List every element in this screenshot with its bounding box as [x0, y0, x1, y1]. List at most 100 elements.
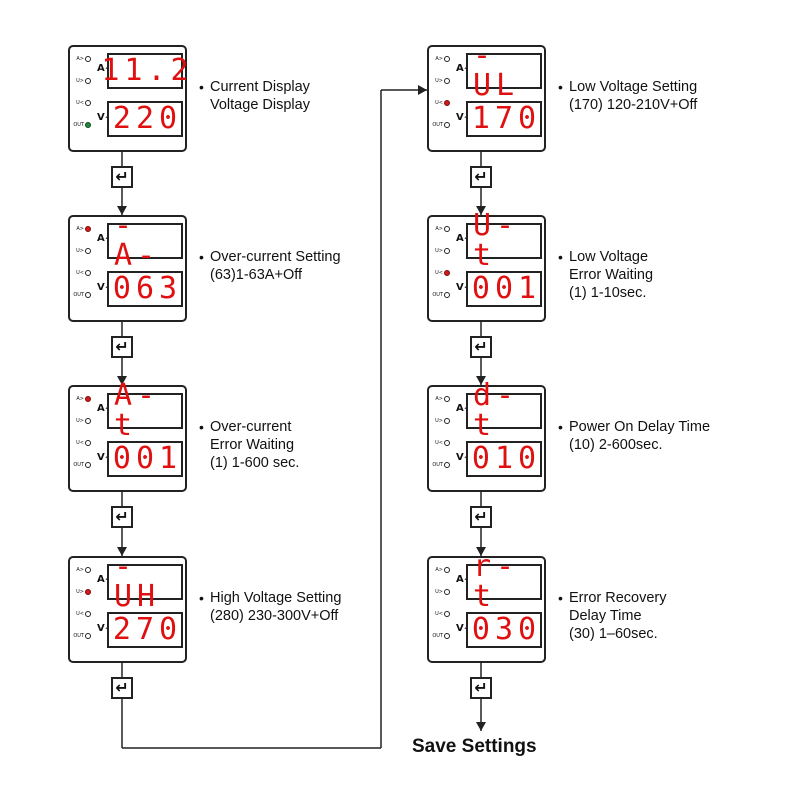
description-line: Error Recovery: [569, 590, 667, 606]
led-indicator-out: OUT: [432, 292, 450, 298]
led-indicator-u-lower: U<: [432, 440, 450, 446]
description-line: Over-current Setting: [210, 249, 341, 265]
led-dot-icon: [444, 100, 450, 106]
arrow-down-icon: [117, 206, 127, 215]
led-label: A>: [435, 56, 443, 62]
led-dot-icon: [85, 440, 91, 446]
description-line: (170) 120-210V+Off: [569, 97, 698, 113]
led-label: OUT: [73, 462, 84, 468]
bottom-display-value: 001: [112, 441, 183, 476]
led-label: OUT: [73, 122, 84, 128]
led-dot-icon: [85, 226, 91, 232]
led-label: U>: [435, 78, 443, 84]
led-label: A>: [76, 567, 84, 573]
step-description: • Power On Delay Time (10) 2-600sec.: [558, 418, 711, 454]
led-label: OUT: [432, 122, 443, 128]
led-indicator-u-lower: U<: [73, 611, 91, 617]
led-label: U<: [76, 440, 84, 446]
led-label: OUT: [432, 633, 443, 639]
led-dot-icon: [444, 589, 450, 595]
led-dot-icon: [85, 589, 91, 595]
arrow-down-icon: [476, 206, 486, 215]
bottom-display-screen: 170: [466, 101, 542, 137]
bottom-display-value: 030: [471, 612, 542, 647]
description-line: Error Waiting: [569, 267, 654, 283]
led-indicator-out: OUT: [432, 122, 450, 128]
led-label: OUT: [432, 292, 443, 298]
description-line: Error Waiting: [210, 437, 295, 453]
description-line: (63)1-63A+Off: [210, 267, 303, 283]
current-unit-label: A~: [456, 403, 473, 414]
top-display-screen: U-t: [466, 211, 542, 271]
led-dot-icon: [444, 270, 450, 276]
top-display-screen: r-t: [466, 552, 542, 612]
led-label: U<: [76, 270, 84, 276]
led-label: U>: [76, 418, 84, 424]
enter-glyph: ↵: [115, 678, 129, 697]
arrow-right-icon: [418, 85, 427, 95]
led-label: A>: [76, 396, 84, 402]
description-line: Power On Delay Time: [569, 419, 711, 435]
led-dot-icon: [444, 396, 450, 402]
led-dot-icon: [85, 292, 91, 298]
voltage-unit-label: V~: [97, 623, 114, 634]
led-dot-icon: [444, 56, 450, 62]
led-indicator-u-lower: U<: [432, 270, 450, 276]
led-label: A>: [435, 226, 443, 232]
led-dot-icon: [444, 611, 450, 617]
enter-key-icon: ↵: [111, 336, 133, 358]
top-display-screen: A-t: [107, 381, 183, 441]
led-indicator-u-upper: U>: [73, 589, 91, 595]
led-indicator-a-upper: A>: [432, 396, 450, 402]
led-label: U<: [76, 611, 84, 617]
led-dot-icon: [444, 292, 450, 298]
led-indicator-out: OUT: [432, 462, 450, 468]
current-unit-label: A~: [97, 403, 114, 414]
top-display-value: U-t: [473, 208, 520, 273]
led-dot-icon: [444, 122, 450, 128]
led-dot-icon: [85, 633, 91, 639]
description-line: Voltage Display: [210, 97, 310, 113]
led-indicator-u-upper: U>: [432, 589, 450, 595]
top-display-value: 11.2: [101, 53, 194, 88]
led-label: U<: [435, 100, 443, 106]
led-indicator-u-upper: U>: [73, 418, 91, 424]
description-line: (10) 2-600sec.: [569, 437, 663, 453]
led-indicator-a-upper: A>: [73, 567, 91, 573]
led-indicator-a-upper: A>: [73, 396, 91, 402]
led-indicator-out: OUT: [73, 292, 91, 298]
led-indicator-u-upper: U>: [73, 248, 91, 254]
top-display-value: A-t: [114, 378, 161, 443]
bottom-display-screen: 001: [466, 271, 542, 307]
led-label: U>: [76, 589, 84, 595]
arrow-down-icon: [117, 376, 127, 385]
step-description: •Low Voltage Setting(170) 120-210V+Off: [558, 78, 698, 114]
led-indicator-out: OUT: [73, 633, 91, 639]
top-display-screen: -A-: [107, 211, 183, 271]
led-indicator-u-lower: U<: [73, 100, 91, 106]
bottom-display-screen: 270: [107, 612, 183, 648]
led-indicator-u-lower: U<: [73, 440, 91, 446]
arrow-down-icon: [476, 376, 486, 385]
top-display-screen: 11.2: [101, 53, 189, 89]
bottom-display-value: 010: [471, 441, 542, 476]
bottom-display-screen: 063: [107, 271, 183, 307]
bullet-icon: •: [558, 79, 563, 95]
bottom-display-screen: 030: [466, 612, 542, 648]
led-indicator-a-upper: A>: [73, 226, 91, 232]
top-display-value: d-t: [473, 378, 520, 443]
led-label: A>: [435, 396, 443, 402]
top-display-screen: -UH: [107, 552, 183, 612]
arrow-down-icon: [476, 547, 486, 556]
bullet-icon: •: [558, 419, 563, 435]
led-label: OUT: [73, 292, 84, 298]
current-unit-label: A~: [97, 63, 114, 74]
bottom-display-value: 220: [112, 101, 183, 136]
led-indicator-out: OUT: [73, 122, 91, 128]
led-indicator-u-upper: U>: [432, 418, 450, 424]
led-label: U<: [435, 270, 443, 276]
